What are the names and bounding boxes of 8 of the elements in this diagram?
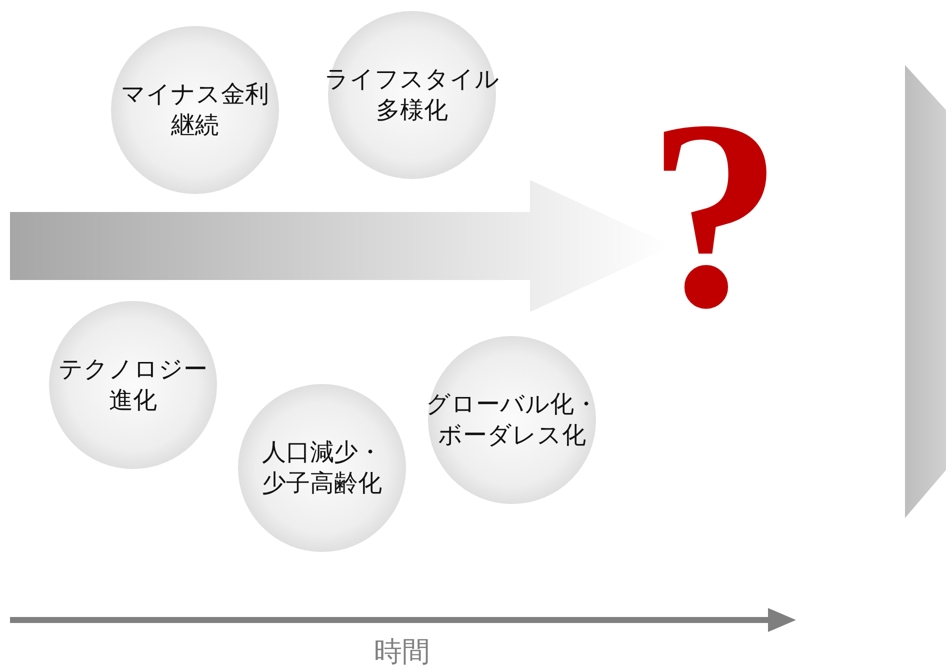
bubble-text: 人口減少・少子高齢化 <box>262 436 382 499</box>
axis-label: 時間 <box>374 638 430 666</box>
bubble-text: テクノロジー進化 <box>58 354 208 416</box>
question-mark: ? <box>648 80 782 350</box>
triangle-shape <box>905 65 946 518</box>
bubble-text: グローバル化・ボーダレス化 <box>426 388 598 451</box>
bubble-text: ライフスタイル多様化 <box>324 64 500 126</box>
bubble-text: マイナス金利継続 <box>121 78 269 141</box>
